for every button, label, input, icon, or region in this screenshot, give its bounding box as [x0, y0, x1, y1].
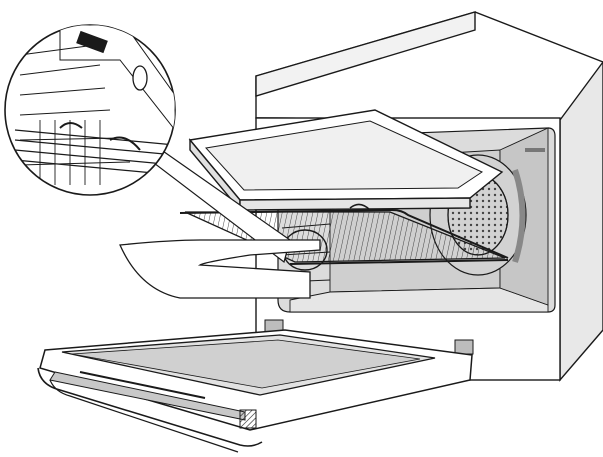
magnified-callout	[4, 24, 176, 196]
oven-door	[37, 319, 474, 453]
baking-tray	[188, 109, 504, 212]
insertion-arrow	[119, 239, 321, 299]
